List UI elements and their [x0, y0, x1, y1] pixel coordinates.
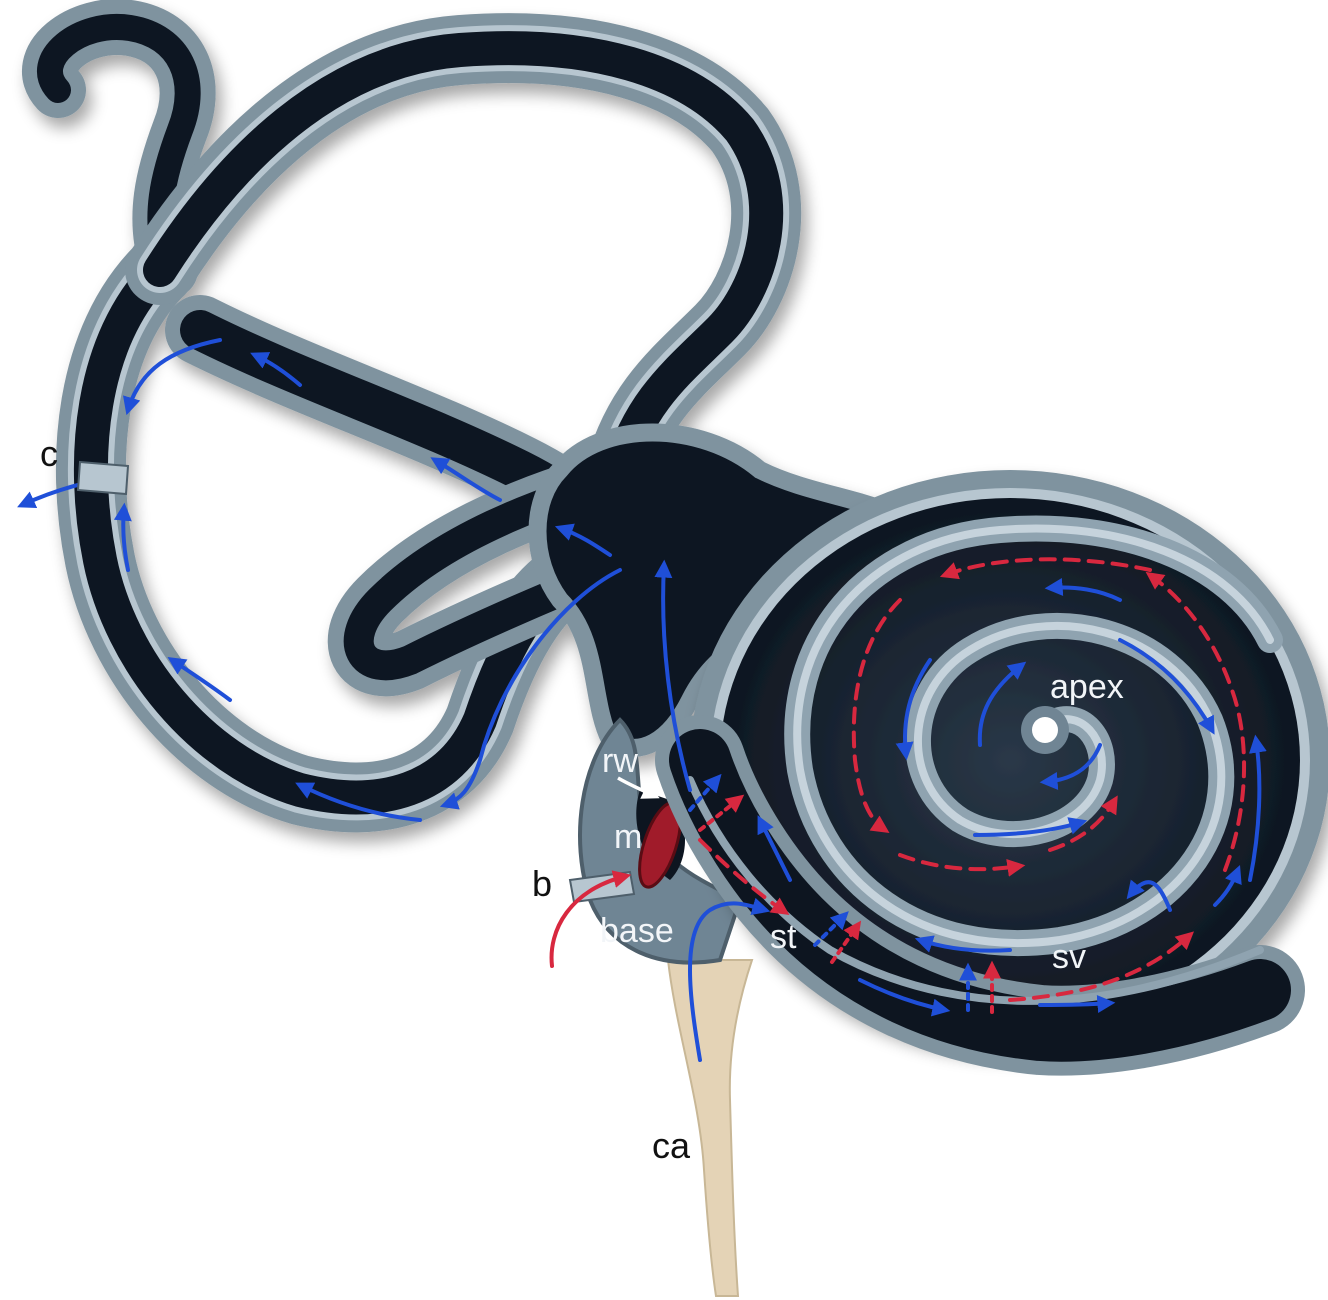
label-base: base [600, 912, 674, 950]
label-st: st [770, 918, 797, 956]
label-sv: sv [1052, 938, 1086, 976]
label-m: m [614, 818, 642, 856]
label-rw: rw [602, 742, 638, 780]
label-apex: apex [1050, 668, 1124, 706]
flow-arrow-st-2 [1040, 1003, 1110, 1005]
label-ca: ca [652, 1125, 691, 1166]
label-c: c [40, 433, 58, 474]
label-b: b [532, 863, 552, 904]
c-plug [78, 462, 128, 494]
